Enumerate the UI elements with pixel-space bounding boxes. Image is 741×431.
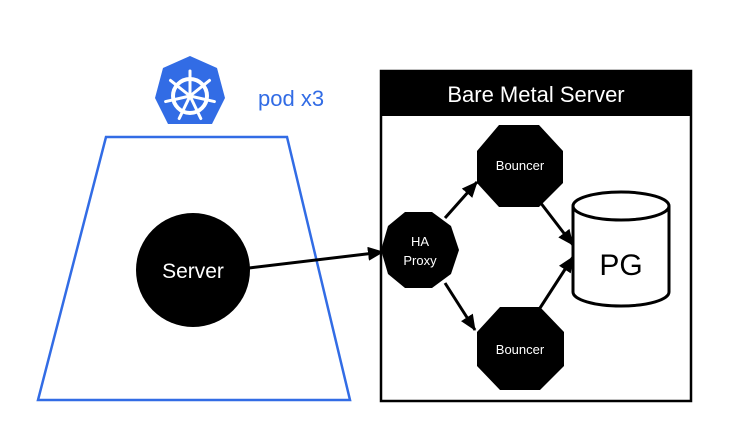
helm-wheel-icon	[164, 69, 216, 120]
database-cylinder-top	[571, 190, 671, 222]
pg-database: PG	[571, 190, 671, 308]
server-label: Server	[162, 260, 224, 283]
edge-server-to-haproxy	[248, 246, 384, 270]
kubernetes-logo	[155, 56, 225, 124]
bouncer-top-node	[477, 125, 563, 207]
bouncer-bottom-label: Bouncer	[496, 342, 545, 357]
server-node	[136, 213, 250, 327]
bouncer-bottom-node	[477, 307, 564, 390]
edge-haproxy-to-bouncer-top	[443, 181, 479, 219]
edge-haproxy-to-bouncer-bottom	[443, 282, 477, 331]
bare-metal-header	[381, 71, 691, 116]
haproxy-label-line2: Proxy	[403, 253, 437, 268]
haproxy-node	[381, 212, 459, 288]
haproxy-label-line1: HA	[411, 234, 429, 249]
edge-bouncer-bottom-to-pg	[538, 256, 575, 309]
edge-bouncer-top-to-pg	[538, 201, 575, 246]
bouncer-top-label: Bouncer	[496, 158, 545, 173]
bare-metal-title: Bare Metal Server	[447, 82, 624, 107]
database-cylinder-icon	[571, 206, 671, 308]
pg-label: PG	[599, 249, 642, 282]
pod-count-label: pod x3	[258, 86, 324, 111]
